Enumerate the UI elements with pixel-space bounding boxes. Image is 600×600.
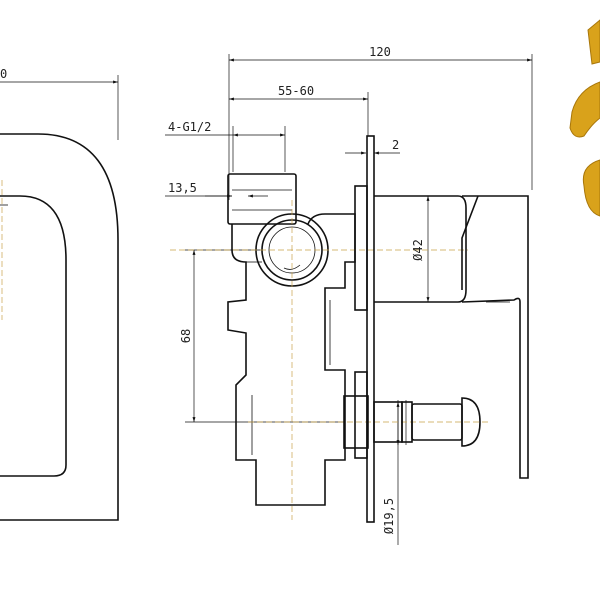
wall-plate (354, 135, 375, 523)
gold-knob (582, 159, 600, 217)
top-inlet (227, 173, 297, 225)
dim-68-label: 68 (179, 329, 193, 343)
dim-120 (228, 54, 533, 200)
knob-base (343, 395, 369, 449)
dim-plate-label: 2 (392, 138, 399, 152)
dim-dia-42-label: Ø42 (411, 239, 425, 261)
dim-13-5-label: 13,5 (168, 181, 197, 195)
gold-spout (587, 19, 600, 65)
dim-55-60-label: 55-60 (278, 84, 314, 98)
outlet-thread (283, 264, 301, 270)
outer-arch (0, 133, 119, 521)
dim-55-60 (229, 92, 369, 136)
gold-lever (569, 81, 600, 138)
dim-68 (185, 249, 345, 423)
plate-boss (354, 185, 368, 311)
plate-boss-lower (354, 371, 368, 459)
dim-thread (165, 126, 286, 172)
dim-left-label: 0 (0, 67, 7, 81)
side-view (0, 75, 119, 521)
lever-handle (374, 195, 529, 479)
inner-arch (0, 195, 67, 477)
plate-body (366, 135, 375, 523)
lever-hub (374, 195, 467, 303)
product-photo (569, 19, 600, 217)
knob-cap (461, 397, 481, 447)
dim-thread-label: 4-G1/2 (168, 120, 211, 134)
diverter-knob (343, 395, 481, 449)
body-outline (227, 213, 356, 506)
lever-arm (461, 195, 529, 479)
dim-dia-19-5-label: Ø19,5 (382, 498, 396, 534)
dim-dia-42 (378, 195, 440, 303)
dim-dia-19-5 (396, 400, 407, 545)
valve-body (170, 173, 488, 520)
lever-edge (461, 195, 479, 290)
dim-120-label: 120 (369, 45, 391, 59)
